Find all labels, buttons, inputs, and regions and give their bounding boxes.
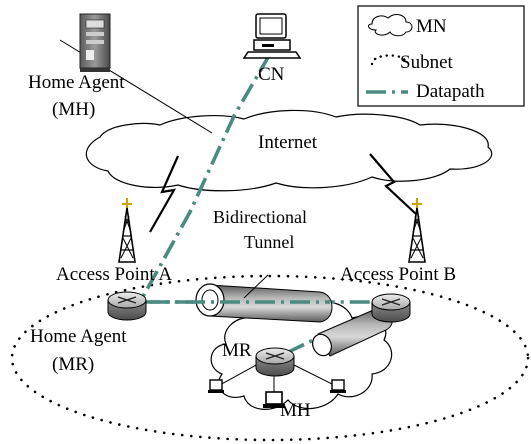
router-b	[371, 293, 411, 323]
subnet-boundary	[10, 274, 530, 442]
internet-cloud	[85, 109, 493, 192]
router-icon	[107, 291, 147, 321]
laptop-mh	[263, 391, 285, 408]
server-icon	[79, 13, 111, 72]
internet-label: Internet	[258, 132, 318, 153]
home-agent-mh-label: Home Agent	[28, 72, 125, 93]
tunnel-pointer	[243, 274, 269, 299]
mh-label: MH	[280, 400, 311, 421]
legend-subnet-label: Subnet	[400, 52, 454, 73]
tunnel-sublabel: Tunnel	[244, 232, 294, 252]
legend-datapath-label: Datapath	[416, 81, 485, 102]
access-point-a-label: Access Point A	[56, 264, 172, 285]
legend-mn-label: MN	[416, 16, 447, 37]
laptop-icon	[208, 379, 224, 393]
tunnel-pipe-b	[312, 307, 393, 357]
home-agent-mh-sublabel: (MH)	[52, 99, 95, 120]
lightning-link-b-icon	[369, 153, 417, 215]
computer-icon	[242, 13, 302, 59]
router-mr	[255, 347, 295, 377]
antenna-tower-icon	[118, 198, 136, 263]
mr-label: MR	[222, 340, 252, 361]
laptop-right	[330, 379, 346, 393]
legend-subnet-icon	[370, 54, 408, 66]
tunnel-label: Bidirectional	[213, 207, 307, 227]
cn-label: CN	[258, 64, 285, 85]
mr-link-left	[217, 363, 259, 387]
mr-link-right	[291, 363, 337, 387]
legend: MN Subnet Datapath	[357, 5, 525, 107]
access-point-b-label: Access Point B	[340, 264, 456, 285]
lightning-link-a-icon	[149, 155, 180, 233]
legend-cloud-icon	[368, 14, 413, 37]
antenna-tower-b	[408, 198, 426, 263]
home-agent-mr-sublabel: (MR)	[52, 354, 94, 375]
home-agent-mr-label: Home Agent	[30, 326, 127, 347]
